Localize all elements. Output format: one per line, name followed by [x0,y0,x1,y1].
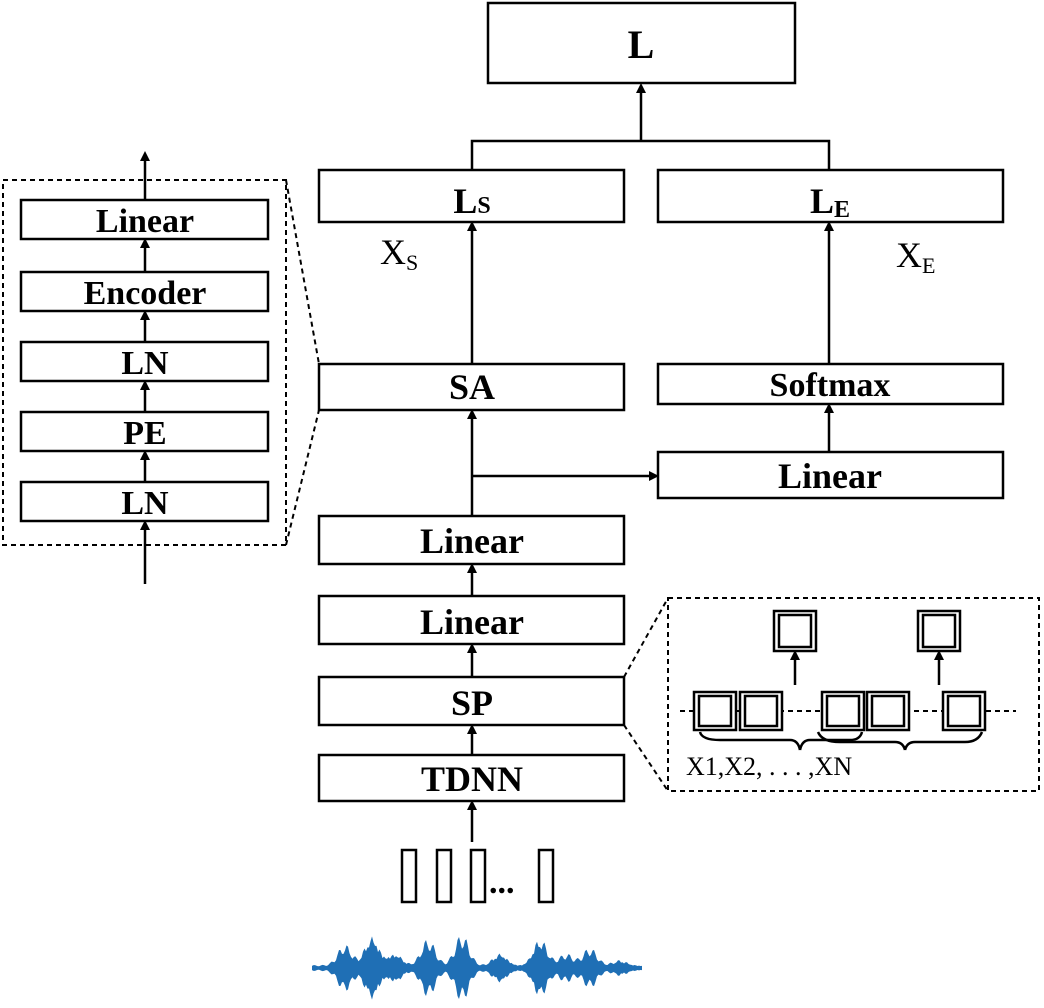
tdnn-label: TDNN [421,759,523,799]
detail-linear-node: Linear [19,198,270,241]
total-loss-node: L [486,1,797,85]
window-brace-2a [816,731,907,751]
detail-encoder-node: Encoder [19,270,270,313]
zoom-line-sp-top [623,597,669,678]
detail-ln-top-node: LN [19,340,270,383]
svg-text:LS: LS [453,181,490,221]
le-main: L [810,181,834,221]
zoom-line-sp-bottom [623,724,669,792]
detail-linear-label: Linear [96,203,194,240]
window-brace-2b [903,731,984,751]
input-frames: ... [400,848,555,904]
ls-main: L [453,181,477,221]
audio-waveform [312,936,642,1000]
sequence-label: X1,X2, . . . ,XN [686,752,852,781]
detail-ln-bottom-label: LN [121,485,169,522]
zoom-line-sa-top [285,179,320,365]
xe-main: X [896,235,922,275]
xe-sub: E [922,253,935,278]
emotion-linear-node: Linear [656,450,1005,500]
xs-main: X [380,232,406,272]
frame-sequence [692,690,987,732]
detail-encoder-label: Encoder [84,275,207,312]
sa-node: SA [317,362,626,412]
total-loss-label: L [628,22,655,67]
linear-lower-label: Linear [420,602,524,642]
detail-ln-top-label: LN [121,345,169,382]
softmax-node: Softmax [656,362,1005,406]
pooled-output-2 [916,609,962,653]
emotion-linear-label: Linear [778,456,882,496]
sp-detail-panel [667,597,1040,792]
detail-ln-bottom-node: LN [19,480,270,523]
le-sub: E [834,197,850,223]
tdnn-node: TDNN [317,753,626,803]
frames-ellipsis: ... [489,864,515,901]
detail-pe-node: PE [19,410,270,453]
svg-text:LE: LE [810,181,850,223]
speaker-loss-node: LS [317,168,626,224]
ls-sub: S [477,193,490,219]
pooled-output-1 [772,609,818,653]
sa-label: SA [449,367,495,407]
window-brace-1a [698,731,802,751]
linear-lower-node: Linear [317,594,626,646]
loss-join-connector [470,139,831,170]
linear-upper-label: Linear [420,521,524,561]
svg-text:XS: XS [380,232,418,275]
xs-sub: S [406,250,418,275]
softmax-label: Softmax [770,367,891,404]
sp-node: SP [317,675,626,727]
emotion-loss-node: LE [656,168,1005,224]
svg-text:XE: XE [896,235,935,278]
sp-label: SP [451,683,493,723]
detail-pe-label: PE [123,415,166,452]
zoom-line-sa-bottom [285,409,320,546]
linear-upper-node: Linear [317,514,626,566]
